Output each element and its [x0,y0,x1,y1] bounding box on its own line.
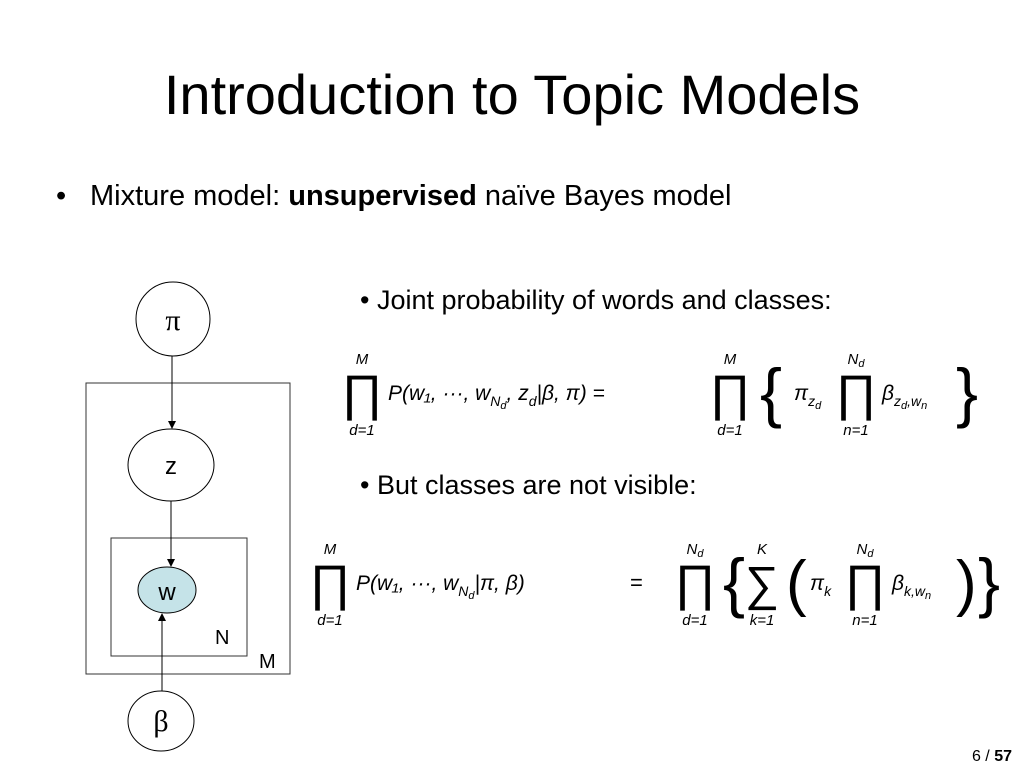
label-w: w [157,579,176,606]
plate-diagram: π z w β N M [85,281,291,752]
bullet-suffix: naïve Bayes model [476,180,732,212]
eq2-equals: = [630,570,643,595]
label-plate-m: M [259,651,276,673]
node-w [137,566,197,614]
bullet-bold: unsupervised [288,180,477,212]
eq2-sum-bot: k=1 [750,612,775,629]
eq1-prod-symbol: ∏ [341,365,382,421]
eq2-beta: βk,wn [891,572,931,602]
eq1-prod2-bot: d=1 [717,422,742,439]
label-pi: π [165,304,180,337]
equation-joint: M ∏ d=1 P(w₁, ···, wNd, zd|β, π) = M ∏ d… [341,351,978,439]
eq1-prod3-top: Nd [848,351,866,370]
eq2-prod-top: M [324,541,337,558]
eq2-prod2-top: Nd [687,541,705,560]
eq1-prod-bot: d=1 [349,422,374,439]
sub-bullet-joint: • Joint probability of words and classes… [360,285,832,315]
equation-marginal: M ∏ d=1 P(w₁, ···, wNd|π, β) = Nd ∏ d=1 … [309,541,1000,629]
main-bullet: • Mixture model: unsupervised naïve Bayes… [56,180,732,213]
eq2-prod2-symbol: ∏ [674,555,715,611]
eq1-pi: πzd [794,382,822,412]
eq2-prod3-symbol: ∏ [844,555,885,611]
eq1-brace-close: } [956,355,978,429]
eq1-lhs: P(w₁, ···, wNd, zd|β, π) = [388,382,605,412]
label-beta: β [153,705,168,738]
eq2-prod3-top: Nd [857,541,875,560]
eq2-prod-symbol: ∏ [309,555,350,611]
eq1-prod3-symbol: ∏ [835,365,876,421]
eq2-pi: πk [810,572,832,599]
plate-n [110,537,248,657]
node-pi [135,281,211,357]
eq2-lhs: P(w₁, ···, wNd|π, β) [356,572,525,602]
eq2-prod3-bot: n=1 [852,612,877,629]
eq2-brace-open: { [723,545,745,619]
eq2-sum-top: K [757,541,768,558]
plate-m [85,382,291,675]
eq2-prod2-bot: d=1 [682,612,707,629]
bullet-dot: • [56,180,67,212]
page-number: 6 / 57 [971,748,1012,765]
eq1-brace-open: { [760,355,782,429]
node-beta [127,690,195,752]
eq1-beta: βzd,wn [881,382,927,412]
bullet-prefix: Mixture model: [90,180,289,212]
eq2-brace-close: } [978,545,1000,619]
eq1-prod3-bot: n=1 [843,422,868,439]
eq2-prod-bot: d=1 [317,612,342,629]
eq2-sum-symbol: ∑ [745,558,779,611]
sub-bullet-hidden: • But classes are not visible: [360,470,697,500]
eq2-paren-open: ( [786,549,807,618]
slide-title: Introduction to Topic Models [163,63,861,126]
eq1-prod2-symbol: ∏ [709,365,750,421]
eq1-prod-top: M [356,351,369,368]
eq1-prod2-top: M [724,351,737,368]
label-plate-n: N [215,627,229,649]
label-z: z [165,453,177,480]
eq2-paren-close: ) [956,549,977,618]
